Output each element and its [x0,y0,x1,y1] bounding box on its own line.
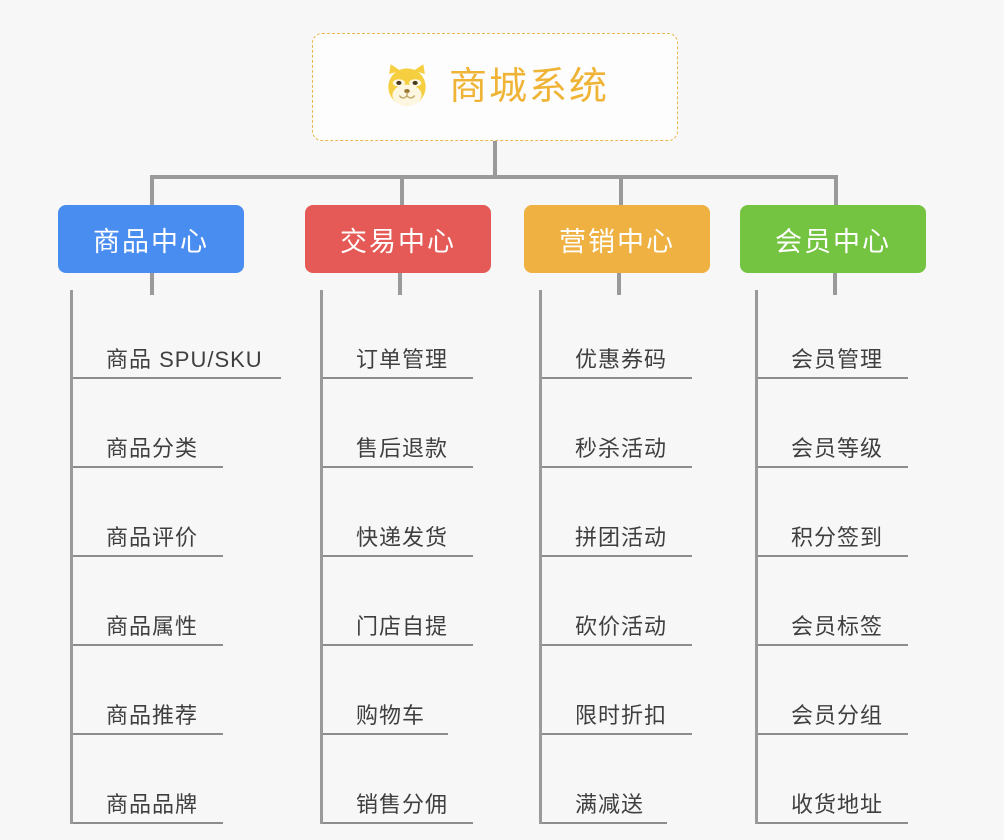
leaf-item[interactable]: 满减送 [542,735,789,824]
leaf-item[interactable]: 会员分组 [758,646,1004,735]
leaf-item[interactable]: 快递发货 [323,468,570,557]
leaf-label: 购物车 [323,704,448,735]
leaf-label: 售后退款 [323,437,473,468]
leaf-label: 会员等级 [758,437,908,468]
connector-branch-stem-1 [150,273,154,295]
leaf-label: 商品 SPU/SKU [73,348,281,379]
leaf-label: 门店自提 [323,615,473,646]
leaf-item[interactable]: 售后退款 [323,379,570,468]
connector-branch-stem-3 [617,273,621,295]
leaf-label: 拼团活动 [542,526,692,557]
leaf-label: 优惠券码 [542,348,692,379]
leaf-item[interactable]: 限时折扣 [542,646,789,735]
leaf-item[interactable]: 收货地址 [758,735,1004,824]
leaf-item[interactable]: 会员标签 [758,557,1004,646]
leaf-label: 商品评价 [73,526,223,557]
leaf-item[interactable]: 优惠券码 [542,290,789,379]
leaf-label: 商品分类 [73,437,223,468]
leaf-item[interactable]: 商品品牌 [73,735,320,824]
branch-column-product: 商品中心 商品 SPU/SKU 商品分类 商品评价 商品属性 商品推荐 商品品牌 [50,205,300,824]
leaf-item[interactable]: 销售分佣 [323,735,570,824]
leaf-item[interactable]: 拼团活动 [542,468,789,557]
leaf-label: 会员管理 [758,348,908,379]
branch-header-trade[interactable]: 交易中心 [305,205,491,273]
leaf-label: 砍价活动 [542,615,692,646]
leaf-list-member: 会员管理 会员等级 积分签到 会员标签 会员分组 收货地址 [755,290,1004,824]
connector-horizontal-bus [150,175,838,179]
leaf-item[interactable]: 会员管理 [758,290,1004,379]
leaf-item[interactable]: 会员等级 [758,379,1004,468]
leaf-list-trade: 订单管理 售后退款 快递发货 门店自提 购物车 销售分佣 [320,290,570,824]
leaf-label: 会员标签 [758,615,908,646]
leaf-item[interactable]: 门店自提 [323,557,570,646]
leaf-item[interactable]: 商品属性 [73,557,320,646]
leaf-item[interactable]: 购物车 [323,646,570,735]
connector-root-stem [493,141,497,177]
leaf-label: 销售分佣 [323,793,473,824]
leaf-item[interactable]: 秒杀活动 [542,379,789,468]
leaf-label: 限时折扣 [542,704,692,735]
leaf-list-product: 商品 SPU/SKU 商品分类 商品评价 商品属性 商品推荐 商品品牌 [70,290,320,824]
leaf-label: 商品属性 [73,615,223,646]
leaf-label: 满减送 [542,793,667,824]
branch-header-product[interactable]: 商品中心 [58,205,244,273]
leaf-label: 商品推荐 [73,704,223,735]
leaf-label: 商品品牌 [73,793,223,824]
leaf-item[interactable]: 积分签到 [758,468,1004,557]
leaf-label: 订单管理 [323,348,473,379]
connector-drop-2 [400,177,404,205]
branch-column-marketing: 营销中心 优惠券码 秒杀活动 拼团活动 砍价活动 限时折扣 满减送 [522,205,772,824]
branch-header-marketing[interactable]: 营销中心 [524,205,710,273]
connector-drop-4 [834,177,838,205]
root-node[interactable]: 商城系统 [312,33,678,141]
leaf-item[interactable]: 订单管理 [323,290,570,379]
connector-branch-stem-2 [398,273,402,295]
shiba-dog-face-icon [381,61,433,113]
branch-column-trade: 交易中心 订单管理 售后退款 快递发货 门店自提 购物车 销售分佣 [303,205,553,824]
connector-drop-3 [619,177,623,205]
branch-column-member: 会员中心 会员管理 会员等级 积分签到 会员标签 会员分组 收货地址 [738,205,988,824]
connector-drop-1 [150,177,154,205]
leaf-label: 快递发货 [323,526,473,557]
leaf-item[interactable]: 商品推荐 [73,646,320,735]
branch-header-member[interactable]: 会员中心 [740,205,926,273]
leaf-label: 秒杀活动 [542,437,692,468]
leaf-item[interactable]: 商品分类 [73,379,320,468]
root-title: 商城系统 [448,66,609,108]
leaf-list-marketing: 优惠券码 秒杀活动 拼团活动 砍价活动 限时折扣 满减送 [539,290,789,824]
leaf-item[interactable]: 商品 SPU/SKU [73,290,320,379]
leaf-label: 积分签到 [758,526,908,557]
leaf-item[interactable]: 商品评价 [73,468,320,557]
leaf-item[interactable]: 砍价活动 [542,557,789,646]
leaf-label: 会员分组 [758,704,908,735]
connector-branch-stem-4 [833,273,837,295]
leaf-label: 收货地址 [758,793,908,824]
